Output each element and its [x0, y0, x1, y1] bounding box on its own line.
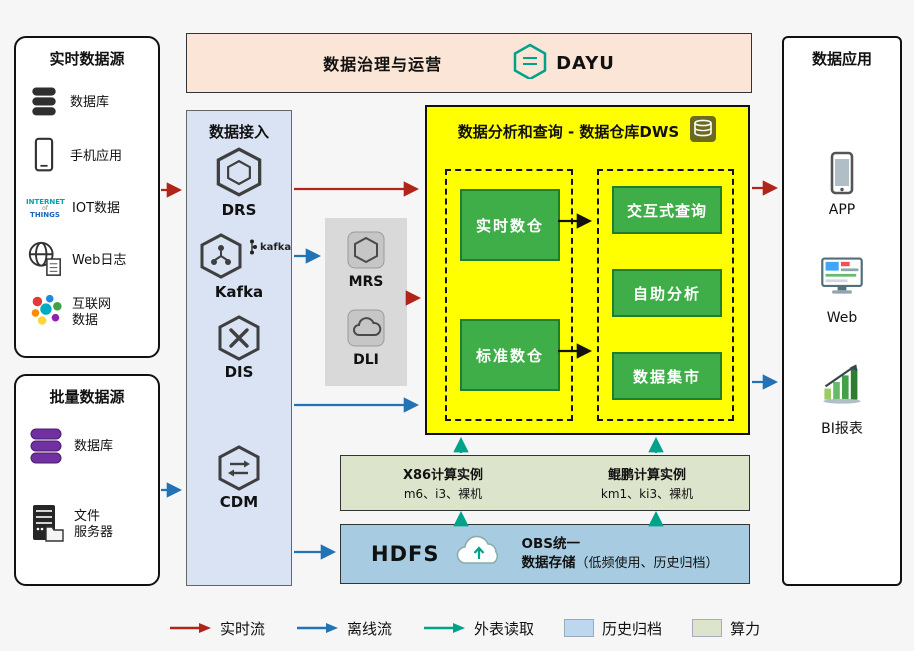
- compute-swatch: [692, 619, 723, 637]
- obs-note: （低频使用、历史归档）: [575, 556, 719, 571]
- realtime-sources-title: 实时数据源: [49, 50, 125, 68]
- kafka-label: Kafka: [214, 283, 264, 301]
- dli-icon: [325, 308, 407, 348]
- source-label: 文件 服务器: [74, 508, 114, 540]
- list-item: 数据库: [26, 424, 156, 470]
- source-label: IOT数据: [72, 200, 121, 216]
- legend-label: 实时流: [220, 619, 266, 638]
- batch-sources-title: 批量数据源: [49, 388, 125, 406]
- mobile-icon: [26, 135, 62, 179]
- dis-icon: [187, 315, 291, 361]
- hdfs-label: HDFS: [371, 542, 440, 566]
- source-label: 数据库: [74, 438, 114, 454]
- cdm-label: CDM: [219, 493, 259, 511]
- app-phone-icon: [784, 150, 900, 198]
- bi-label: BI报表: [821, 421, 863, 437]
- legend-label: 历史归档: [602, 619, 663, 638]
- dws-database-icon: [689, 115, 717, 147]
- x86-title: X86计算实例: [402, 468, 484, 483]
- applications-title: 数据应用: [811, 50, 872, 68]
- legend: 实时流 离线流 外表读取 历史归档 算力: [168, 612, 868, 644]
- data-access-panel: 数据接入 DRS kafka Kafka: [186, 110, 292, 586]
- interactive-query-box: 交互式查询: [612, 186, 722, 234]
- list-item: 数据库: [26, 80, 156, 126]
- dws-header: 数据分析和查询 - 数据仓库DWS: [427, 115, 748, 147]
- realtime-sources-box: 实时数据源 数据库 手机应用 INTERNET of THINGS: [14, 36, 160, 358]
- dws-title: 数据分析和查询 - 数据仓库DWS: [457, 122, 680, 141]
- dayu-hexagon-icon: [512, 43, 548, 83]
- applications-box: 数据应用 APP Web: [782, 36, 902, 586]
- obs-line2: 数据存储: [521, 555, 576, 571]
- iot-icon: INTERNET of THINGS: [26, 198, 65, 219]
- bi-chart-icon: [784, 360, 900, 404]
- dws-box: 数据分析和查询 - 数据仓库DWS 实时数仓 标准数仓 交互式查询 自助分析 数…: [425, 105, 750, 435]
- warehouse-group: 实时数仓 标准数仓: [445, 169, 573, 421]
- list-item: 互联网 数据: [26, 290, 156, 336]
- data-mart-box: 数据集市: [612, 352, 722, 400]
- internet-icon: [26, 292, 64, 334]
- file-server-icon: [26, 503, 66, 547]
- source-label: 数据库: [70, 94, 110, 110]
- dayu-logo: DAYU: [512, 43, 615, 83]
- external-read-arrow-icon: [424, 623, 466, 633]
- cdm-icon: [187, 445, 291, 491]
- legend-offline: 离线流: [295, 618, 392, 639]
- mrs-label: MRS: [348, 274, 384, 290]
- list-item: 手机应用: [26, 134, 156, 180]
- obs-text: OBS统一 数据存储（低频使用、历史归档）: [521, 535, 718, 572]
- legend-compute: 算力: [692, 618, 760, 639]
- realtime-warehouse-box: 实时数仓: [460, 189, 560, 261]
- database-icon: [26, 82, 62, 124]
- list-item: INTERNET of THINGS IOT数据: [26, 186, 156, 232]
- web-monitor-icon: [784, 254, 900, 296]
- list-item: 文件 服务器: [26, 502, 156, 548]
- legend-external-read: 外表读取: [422, 618, 534, 639]
- drs-icon: [187, 147, 291, 197]
- storage-box: HDFS OBS统一 数据存储（低频使用、历史归档）: [340, 524, 750, 584]
- batch-sources-box: 批量数据源 数据库 文件 服务器: [14, 374, 160, 586]
- legend-label: 外表读取: [474, 619, 535, 638]
- kafka-logo: kafka: [247, 239, 291, 255]
- self-analysis-box: 自助分析: [612, 269, 722, 317]
- kunpeng-title: 鲲鹏计算实例: [607, 468, 686, 483]
- legend-label: 算力: [730, 619, 761, 638]
- data-access-title: 数据接入: [208, 123, 269, 141]
- processing-panel: MRS DLI: [325, 218, 407, 386]
- kafka-icon: [199, 233, 243, 283]
- x86-spec: m6、i3、裸机: [403, 487, 483, 501]
- mrs-icon: [325, 230, 407, 270]
- archive-swatch: [564, 619, 595, 637]
- realtime-arrow-icon: [170, 623, 211, 633]
- standard-warehouse-box: 标准数仓: [460, 319, 560, 391]
- dli-label: DLI: [353, 352, 379, 368]
- source-label: 互联网 数据: [72, 296, 112, 328]
- weblog-icon: [26, 239, 64, 283]
- database-purple-icon: [26, 425, 66, 469]
- kunpeng-spec: km1、ki3、裸机: [600, 487, 694, 501]
- web-label: Web: [826, 310, 858, 326]
- offline-arrow-icon: [297, 623, 339, 633]
- dis-label: DIS: [224, 363, 254, 381]
- source-label: Web日志: [72, 252, 127, 268]
- drs-label: DRS: [221, 201, 257, 219]
- governance-title: 数据治理与运营: [323, 55, 443, 74]
- source-label: 手机应用: [70, 148, 123, 164]
- obs-line1: OBS统一: [521, 536, 580, 553]
- kunpeng-compute: 鲲鹏计算实例 km1、ki3、裸机: [545, 456, 749, 510]
- dayu-logo-text: DAYU: [556, 52, 615, 74]
- legend-realtime: 实时流: [168, 618, 265, 639]
- legend-label: 离线流: [347, 619, 393, 638]
- list-item: Web日志: [26, 238, 156, 284]
- kafka-logo-text: kafka: [260, 241, 292, 253]
- obs-cloud-icon: [455, 535, 505, 573]
- compute-strip: X86计算实例 m6、i3、裸机 鲲鹏计算实例 km1、ki3、裸机: [340, 455, 750, 511]
- governance-banner: 数据治理与运营 DAYU: [186, 33, 752, 93]
- function-group: 交互式查询 自助分析 数据集市: [597, 169, 734, 421]
- app-label: APP: [828, 202, 856, 218]
- x86-compute: X86计算实例 m6、i3、裸机: [341, 456, 545, 510]
- legend-archive: 历史归档: [564, 618, 662, 639]
